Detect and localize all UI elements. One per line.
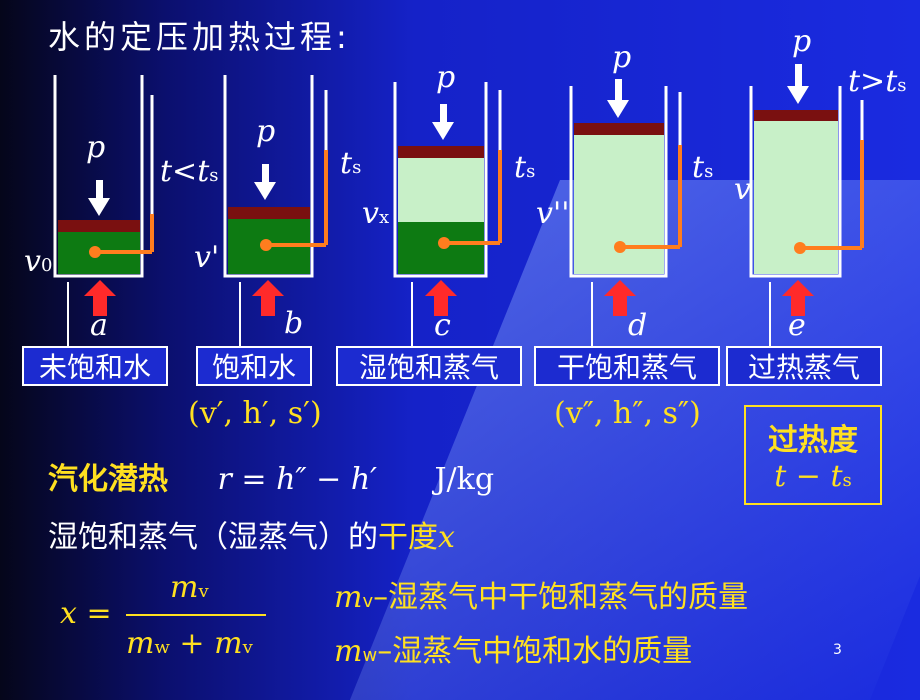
- temp-label-e: t>ts: [848, 64, 907, 99]
- cylinder-letter-e: e: [788, 308, 806, 343]
- cylinder-wall-b: [223, 75, 314, 278]
- formula-lhs: x =: [60, 596, 112, 631]
- page-title: 水的定压加热过程:: [48, 18, 351, 56]
- state-box-b: 饱和水: [196, 346, 312, 386]
- pressure-arrow-a: [88, 180, 110, 216]
- superheat-label: 过热度: [768, 423, 858, 458]
- dryness-symbol: x: [438, 520, 455, 555]
- volume-label-b: v': [194, 240, 220, 275]
- latent-heat-row: 汽化潜热 r = h″ − h′ J/kg: [48, 454, 494, 498]
- dryness-term: 干度: [378, 520, 438, 555]
- formula-denominator: mw + mv: [126, 626, 253, 661]
- cylinder-letter-b: b: [284, 306, 304, 341]
- definition-mw: mw–湿蒸气中饱和水的质量: [334, 634, 693, 669]
- cylinder-letter-c: c: [434, 308, 451, 343]
- pressure-arrow-b: [254, 164, 276, 200]
- formula-numerator: mv: [170, 570, 209, 605]
- volume-label-d: v'': [536, 196, 570, 231]
- piston-e: [754, 110, 838, 121]
- pressure-label-b: p: [256, 114, 276, 149]
- cylinder-d: [569, 79, 682, 346]
- page-number: 3: [833, 642, 842, 658]
- volume-label-e: v: [734, 172, 751, 207]
- dryness-formula: x = mv mw + mv: [60, 570, 280, 670]
- heat-arrow-e: [782, 280, 814, 316]
- cylinder-diagram: [53, 64, 864, 346]
- piston-a: [58, 220, 140, 232]
- thermometer-d: [614, 92, 682, 253]
- temp-label-b: ts: [340, 146, 362, 181]
- piston-c: [398, 146, 484, 158]
- temp-label-d: ts: [692, 150, 714, 185]
- pressure-label-a: p: [86, 130, 106, 165]
- cylinder-a: [53, 75, 154, 346]
- cylinder-letter-a: a: [90, 308, 108, 343]
- piston-d: [574, 123, 664, 135]
- thermometer-a: [89, 95, 154, 258]
- volume-label-c: vx: [362, 196, 390, 231]
- latent-heat-unit: J/kg: [434, 462, 495, 497]
- pressure-label-e: p: [792, 24, 812, 59]
- cylinder-wall-c: [393, 82, 488, 278]
- heat-arrow-b: [252, 280, 284, 316]
- heat-arrow-d: [604, 280, 636, 316]
- temp-label-a: t<ts: [160, 154, 219, 189]
- state-box-e: 过热蒸气: [726, 346, 882, 386]
- state-box-c: 湿饱和蒸气: [336, 346, 522, 386]
- thermometer-e: [794, 100, 864, 254]
- pressure-label-d: p: [612, 40, 632, 75]
- volume-label-a: v0: [24, 244, 53, 279]
- pressure-arrow-e: [787, 64, 809, 104]
- state-box-d: 干饱和蒸气: [534, 346, 720, 386]
- superheat-expression: t − ts: [774, 459, 852, 494]
- dry-steam-props: (v″, h″, s″): [554, 396, 701, 431]
- vapor-c: [398, 157, 484, 222]
- superheat-box: 过热度 t − ts: [744, 405, 882, 505]
- fraction-bar: [126, 614, 266, 616]
- pressure-arrow-c: [432, 104, 454, 140]
- cylinder-b: [223, 75, 328, 346]
- latent-heat-label: 汽化潜热: [48, 462, 168, 497]
- thermometer-c: [438, 90, 502, 249]
- heat-arrow-c: [425, 280, 457, 316]
- vapor-d: [574, 134, 664, 274]
- definition-mv: mv–湿蒸气中干饱和蒸气的质量: [334, 580, 749, 615]
- latent-heat-formula: r = h″ − h′: [217, 462, 377, 497]
- cylinder-c: [393, 82, 502, 346]
- thermometer-b: [260, 90, 328, 251]
- pressure-arrow-d: [607, 79, 629, 118]
- dryness-text: 湿饱和蒸气（湿蒸气）的: [48, 520, 378, 555]
- saturated-water-props: (v′, h′, s′): [188, 396, 322, 431]
- dryness-row: 湿饱和蒸气（湿蒸气）的干度x: [48, 512, 455, 556]
- piston-b: [228, 207, 310, 219]
- cylinder-wall-d: [569, 86, 668, 278]
- cylinder-wall-a: [53, 75, 144, 278]
- cylinder-e: [749, 64, 864, 346]
- cylinder-letter-d: d: [628, 308, 648, 343]
- cylinder-wall-e: [749, 86, 842, 278]
- temp-label-c: ts: [514, 150, 536, 185]
- pressure-label-c: p: [436, 60, 456, 95]
- state-box-a: 未饱和水: [22, 346, 168, 386]
- heat-arrow-a: [84, 280, 116, 316]
